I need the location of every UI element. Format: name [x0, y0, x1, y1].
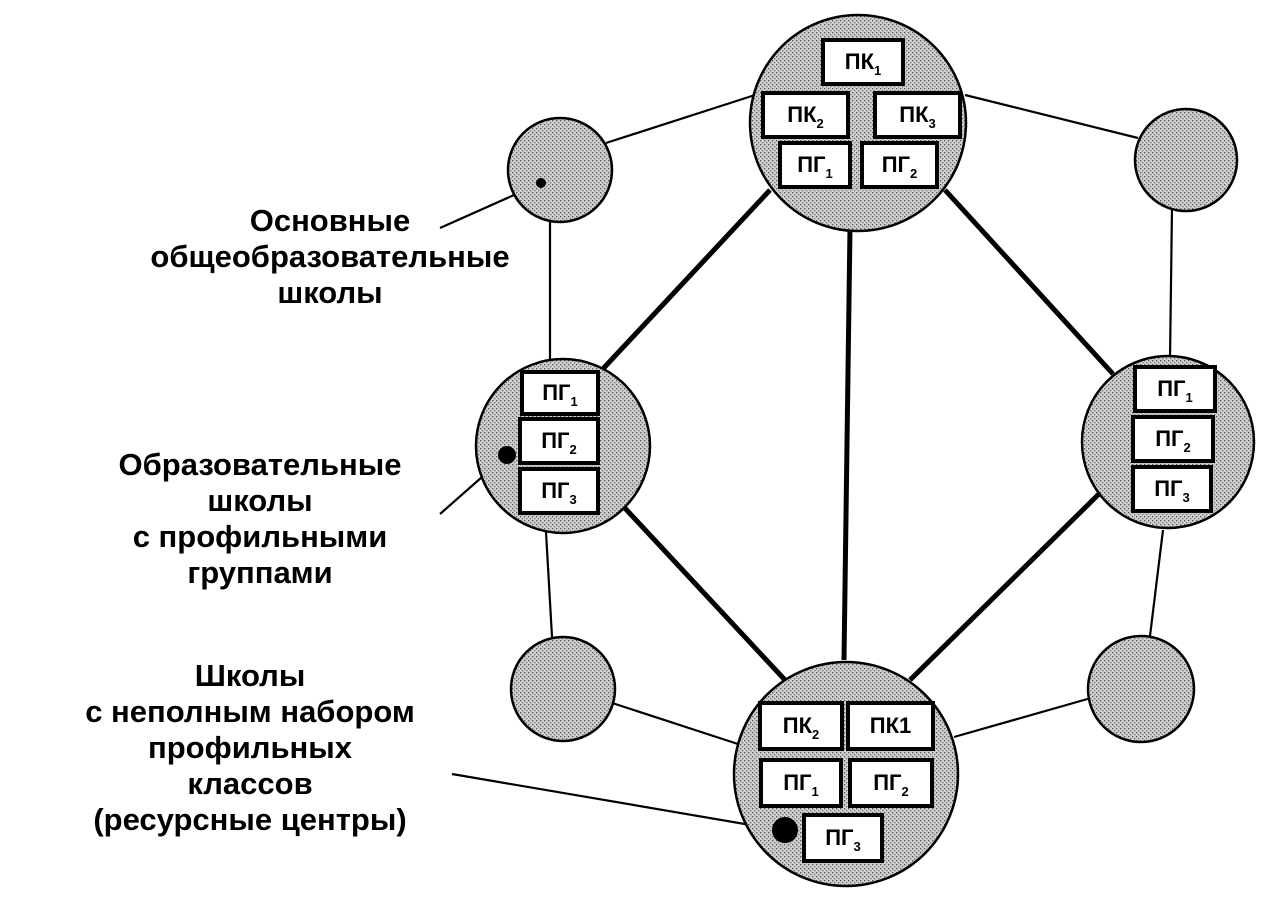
profile-box-frame: [1131, 465, 1213, 513]
profile-box-top-center: ПК2: [761, 91, 850, 139]
legend-basic-schools: Основные общеобразовательные школы: [150, 203, 510, 311]
profile-box-top-center: ПГ1: [778, 141, 852, 189]
profile-box-label: ПГ2: [873, 770, 909, 799]
connector-top-leftmid: [598, 188, 772, 374]
legend-line: общеобразовательные: [150, 239, 510, 274]
profile-box-frame: [873, 91, 962, 139]
profile-box-frame: [758, 701, 844, 751]
marker-resource-dot: [772, 817, 798, 843]
profile-box-left-middle: ПГ1: [520, 370, 600, 416]
profile-box-frame: [821, 38, 905, 86]
profile-box-frame: [1133, 365, 1217, 413]
legend-line: с профильными: [132, 519, 388, 554]
profile-box-top-center: ПК1: [821, 38, 905, 86]
profile-box-bottom-center: ПК1: [846, 701, 935, 751]
profile-box-top-center: ПГ2: [860, 141, 939, 189]
profile-box-bottom-center: ПК2: [758, 701, 844, 751]
profile-box-label: ПГ2: [541, 428, 577, 457]
connector-rightmid-bottomright: [1148, 529, 1165, 637]
legend-line: профильных: [148, 730, 352, 765]
basic-school-bottom-right: [1086, 634, 1196, 744]
basic-school-top-right: [1133, 107, 1239, 213]
basic-school-nodes: [506, 107, 1239, 744]
profile-box-label: ПК2: [783, 713, 819, 742]
profile-box-label: ПГ3: [825, 825, 861, 854]
connector-top-bottom: [841, 227, 853, 661]
profile-box-frame: [860, 141, 939, 189]
profile-box-frame: [1131, 415, 1215, 463]
connector-top-rightmid: [943, 188, 1115, 376]
profile-box-label: ПГ3: [1154, 476, 1190, 505]
profile-box-label: ПГ2: [882, 152, 918, 181]
legend-line: классов: [187, 766, 313, 801]
legend-line: (ресурсные центры): [93, 802, 407, 837]
connector-topleft-top: [605, 93, 756, 145]
profile-box-frame: [518, 467, 600, 515]
profile-box-left-middle: ПГ3: [518, 467, 600, 515]
legend-resource-center-schools: Школы с неполным набором профильных клас…: [40, 658, 460, 838]
legend-marker-dots: [498, 178, 798, 843]
profile-box-label: ПК1: [845, 49, 881, 78]
connector-bottomleft-bottom: [602, 698, 742, 747]
profile-box-frame: [520, 370, 600, 416]
legend-line: группами: [187, 555, 333, 590]
profile-box-label: ПК2: [787, 102, 823, 131]
profile-box-top-center: ПК3: [873, 91, 962, 139]
profile-box-right-middle: ПГ1: [1133, 365, 1217, 413]
marker-profile-dot: [498, 446, 516, 464]
thick-connectors: [598, 188, 1115, 682]
legend-profile-group-schools: Образовательные школы с профильными груп…: [60, 447, 460, 591]
legend-line: Школы: [194, 658, 306, 693]
profile-box-bottom-center: ПГ3: [802, 813, 884, 863]
connector-topright-rightmid: [1168, 206, 1174, 361]
pointer-resource: [451, 772, 781, 832]
profile-box-label: ПГ1: [1157, 376, 1193, 405]
basic-school-bottom-left: [509, 635, 617, 743]
connector-leftmid-bottom: [620, 503, 787, 682]
marker-basic-dot: [536, 178, 546, 188]
legend-line: школы: [207, 483, 313, 518]
connector-top-topright: [964, 93, 1139, 140]
thin-connectors: [544, 93, 1174, 747]
profile-box-label: ПГ1: [542, 380, 578, 409]
profile-box-label: ПК3: [899, 102, 935, 131]
profile-box-right-middle: ПГ2: [1131, 415, 1215, 463]
profile-box-bottom-center: ПГ1: [759, 758, 843, 808]
profile-box-frame: [802, 813, 884, 863]
profile-box-right-middle: ПГ3: [1131, 465, 1213, 513]
profile-box-left-middle: ПГ2: [518, 417, 600, 465]
profile-box-label: ПГ1: [783, 770, 819, 799]
connector-leftmid-bottomleft: [544, 531, 554, 638]
connector-bottomright-bottom: [953, 696, 1092, 739]
profile-box-frame: [761, 91, 850, 139]
basic-school-top-left: [506, 116, 614, 224]
legend-line: школы: [277, 275, 383, 310]
legend-line: Образовательные: [118, 447, 402, 482]
profile-box-label: ПГ2: [1155, 426, 1191, 455]
profile-box-frame: [759, 758, 843, 808]
profile-box-frame: [846, 701, 935, 751]
legend-line: Основные: [249, 203, 411, 238]
legend-line: с неполным набором: [85, 694, 415, 729]
profile-box-label: ПГ1: [797, 152, 833, 181]
profile-box-frame: [848, 758, 934, 808]
profile-box-frame: [778, 141, 852, 189]
profile-box-label: ПК1: [870, 713, 911, 738]
profile-box-label: ПГ3: [541, 478, 577, 507]
profile-box-bottom-center: ПГ2: [848, 758, 934, 808]
connector-rightmid-bottom: [908, 488, 1105, 682]
profile-box-frame: [518, 417, 600, 465]
